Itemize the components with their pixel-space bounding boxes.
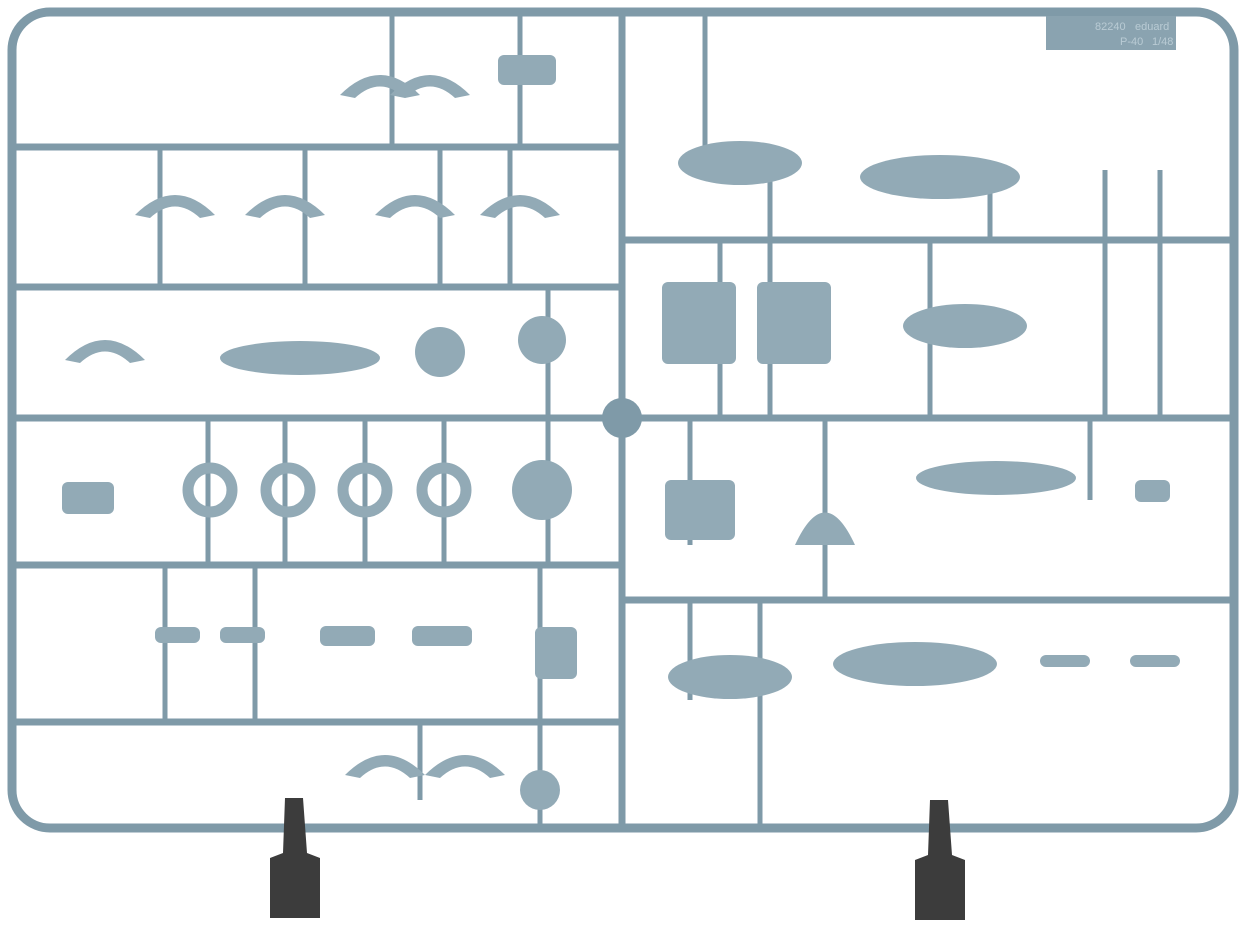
part-block [412,626,472,646]
part-fuselage-pod [833,642,997,686]
part-curved [375,195,455,218]
parts [62,55,1180,810]
part-block [1040,655,1090,667]
label-code: 82240 [1095,21,1126,33]
stand-clip [915,800,965,920]
part-wheel [182,462,238,518]
part-fuselage-pod [668,655,792,699]
part-block [535,627,577,679]
sprue-label-tab: 82240 eduard P-40 1/48 [1046,16,1176,50]
part-curved [345,755,425,778]
part-fuselage-pod [220,341,380,375]
sprue-hub [602,398,642,438]
label-brand: eduard [1135,21,1169,33]
part-block [662,282,736,364]
part-trefoil [520,770,560,810]
part-round [518,316,566,364]
part-block [155,627,200,643]
part-block [1130,655,1180,667]
part-canopy [795,512,855,545]
part-block [757,282,831,364]
stand-clip [270,798,320,918]
part-curved [425,755,505,778]
runners [7,7,1239,833]
part-wheel [337,462,393,518]
part-curved [480,195,560,218]
part-fuselage-pod [860,155,1020,199]
part-wheel [260,462,316,518]
label-scale: 1/48 [1152,36,1173,48]
part-round [415,327,465,377]
part-fuselage-pod [916,461,1076,495]
part-curved [245,195,325,218]
part-wheel [416,462,472,518]
part-block [62,482,114,514]
label-model: P-40 [1120,36,1143,48]
part-curved [390,75,470,98]
part-fuselage-pod [903,304,1027,348]
part-block [320,626,375,646]
part-round [512,460,572,520]
part-fuselage-pod [678,141,802,185]
part-block [220,627,265,643]
display-stands [270,798,965,920]
part-block [1135,480,1170,502]
part-curved [135,195,215,218]
part-block [498,55,556,85]
part-block [665,480,735,540]
part-curved [65,340,145,363]
